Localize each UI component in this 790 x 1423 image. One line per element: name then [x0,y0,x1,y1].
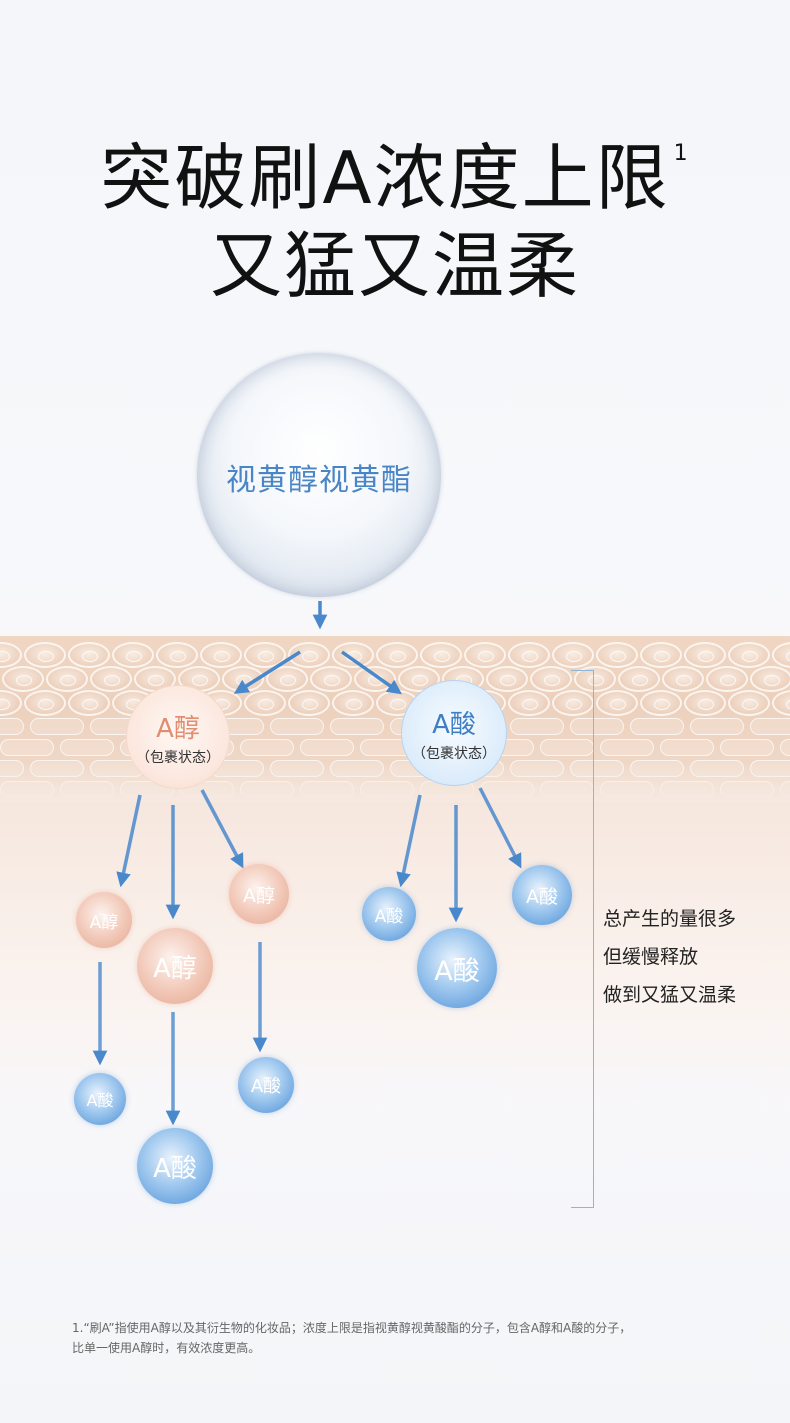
ingredient-bubble [197,353,441,597]
range-bracket [571,670,594,1208]
skin-cell [310,666,352,692]
retinoic-acid-molecule: A酸 [137,1128,213,1204]
skin-brick [750,718,790,735]
carrier-acid-state: （包裹状态） [412,745,496,762]
skin-brick [690,718,744,735]
retinol-molecule: A醇 [229,864,289,924]
skin-cell [750,666,790,692]
skin-brick [570,718,624,735]
retinoic-acid-molecule: A酸 [417,928,497,1008]
skin-brick [240,739,294,756]
skin-brick [300,739,354,756]
carrier-retinol-name: A醇 [156,713,200,744]
skin-cell [24,690,66,716]
skin-cell [90,666,132,692]
arrow-to-carrier-retinol [233,650,301,694]
arrow-retinol-right [200,789,244,869]
skin-cell [684,690,726,716]
skin-brick [30,718,84,735]
skin-cell [684,642,726,668]
skin-cell [288,690,330,716]
skin-brick [270,718,324,735]
side-note-line-2: 但缓慢释放 [603,946,699,968]
skin-cell [2,666,44,692]
carrier-acid-name: A酸 [432,709,476,740]
skin-cell [332,642,374,668]
arrow-acid-right [478,787,522,869]
skin-cell [200,642,242,668]
retinol-molecule: A醇 [137,928,213,1004]
retinoic-acid-molecule: A酸 [362,887,416,941]
side-note: 总产生的量很多 但缓慢释放 做到又猛又温柔 [603,900,783,1014]
skin-cell [574,666,616,692]
carrier-retinol-state: （包裹状态） [136,749,220,766]
skin-cell [24,642,66,668]
skin-cell [46,666,88,692]
title-line-1: 突破刷A浓度上限 [100,136,670,220]
skin-cell [640,642,682,668]
skin-cell [68,642,110,668]
dermis-layer [0,802,790,1102]
retinoic-acid-molecule: A酸 [74,1073,126,1125]
skin-brick [330,718,384,735]
skin-cell [420,642,462,668]
skin-brick [780,739,790,756]
skin-cell [156,642,198,668]
skin-cell [596,642,638,668]
skin-cell [486,666,528,692]
skin-cell [618,666,660,692]
skin-cell [244,690,286,716]
skin-cell [728,642,770,668]
skin-cell [530,666,572,692]
skin-brick [510,718,564,735]
skin-cell [376,642,418,668]
footnote-line-2: 比单一使用A醇时，有效浓度更高。 [72,1341,261,1355]
skin-cell [508,690,550,716]
skin-cell [68,690,110,716]
arrow-acid-left [396,794,422,888]
skin-cell [464,642,506,668]
side-note-line-3: 做到又猛又温柔 [603,984,737,1006]
skin-cell [640,690,682,716]
carrier-acid: A酸 （包裹状态） [401,680,507,786]
skin-brick [600,739,654,756]
arrow-retinol-left [116,794,142,888]
skin-brick [0,739,54,756]
skin-cell [728,690,770,716]
footnote: 1.“刷A”指使用A醇以及其衍生物的化妆品；浓度上限是指视黄醇视黄酸酯的分子，包… [72,1318,732,1358]
side-note-line-1: 总产生的量很多 [603,908,737,930]
skin-brick [0,718,24,735]
arrow-to-carrier-acid [340,650,403,695]
carrier-retinol: A醇 （包裹状态） [126,685,230,789]
skin-cell [706,666,748,692]
skin-cell [508,642,550,668]
skin-brick [720,739,774,756]
retinol-molecule: A醇 [76,892,132,948]
skin-cell [552,642,594,668]
footnote-marker: 1 [673,141,690,166]
retinoic-acid-molecule: A酸 [238,1057,294,1113]
skin-cell [596,690,638,716]
retinoic-acid-molecule: A酸 [512,865,572,925]
ingredient-label: 视黄醇视黄酯 [226,463,412,498]
skin-cell [112,642,154,668]
skin-cell [662,666,704,692]
footnote-line-1: 1.“刷A”指使用A醇以及其衍生物的化妆品；浓度上限是指视黄醇视黄酸酯的分子，包… [72,1321,632,1335]
skin-cell [552,690,594,716]
subtitle: 又猛又温柔 [209,224,580,308]
skin-brick [660,739,714,756]
skin-brick [60,739,114,756]
skin-brick [630,718,684,735]
skin-cell [332,690,374,716]
